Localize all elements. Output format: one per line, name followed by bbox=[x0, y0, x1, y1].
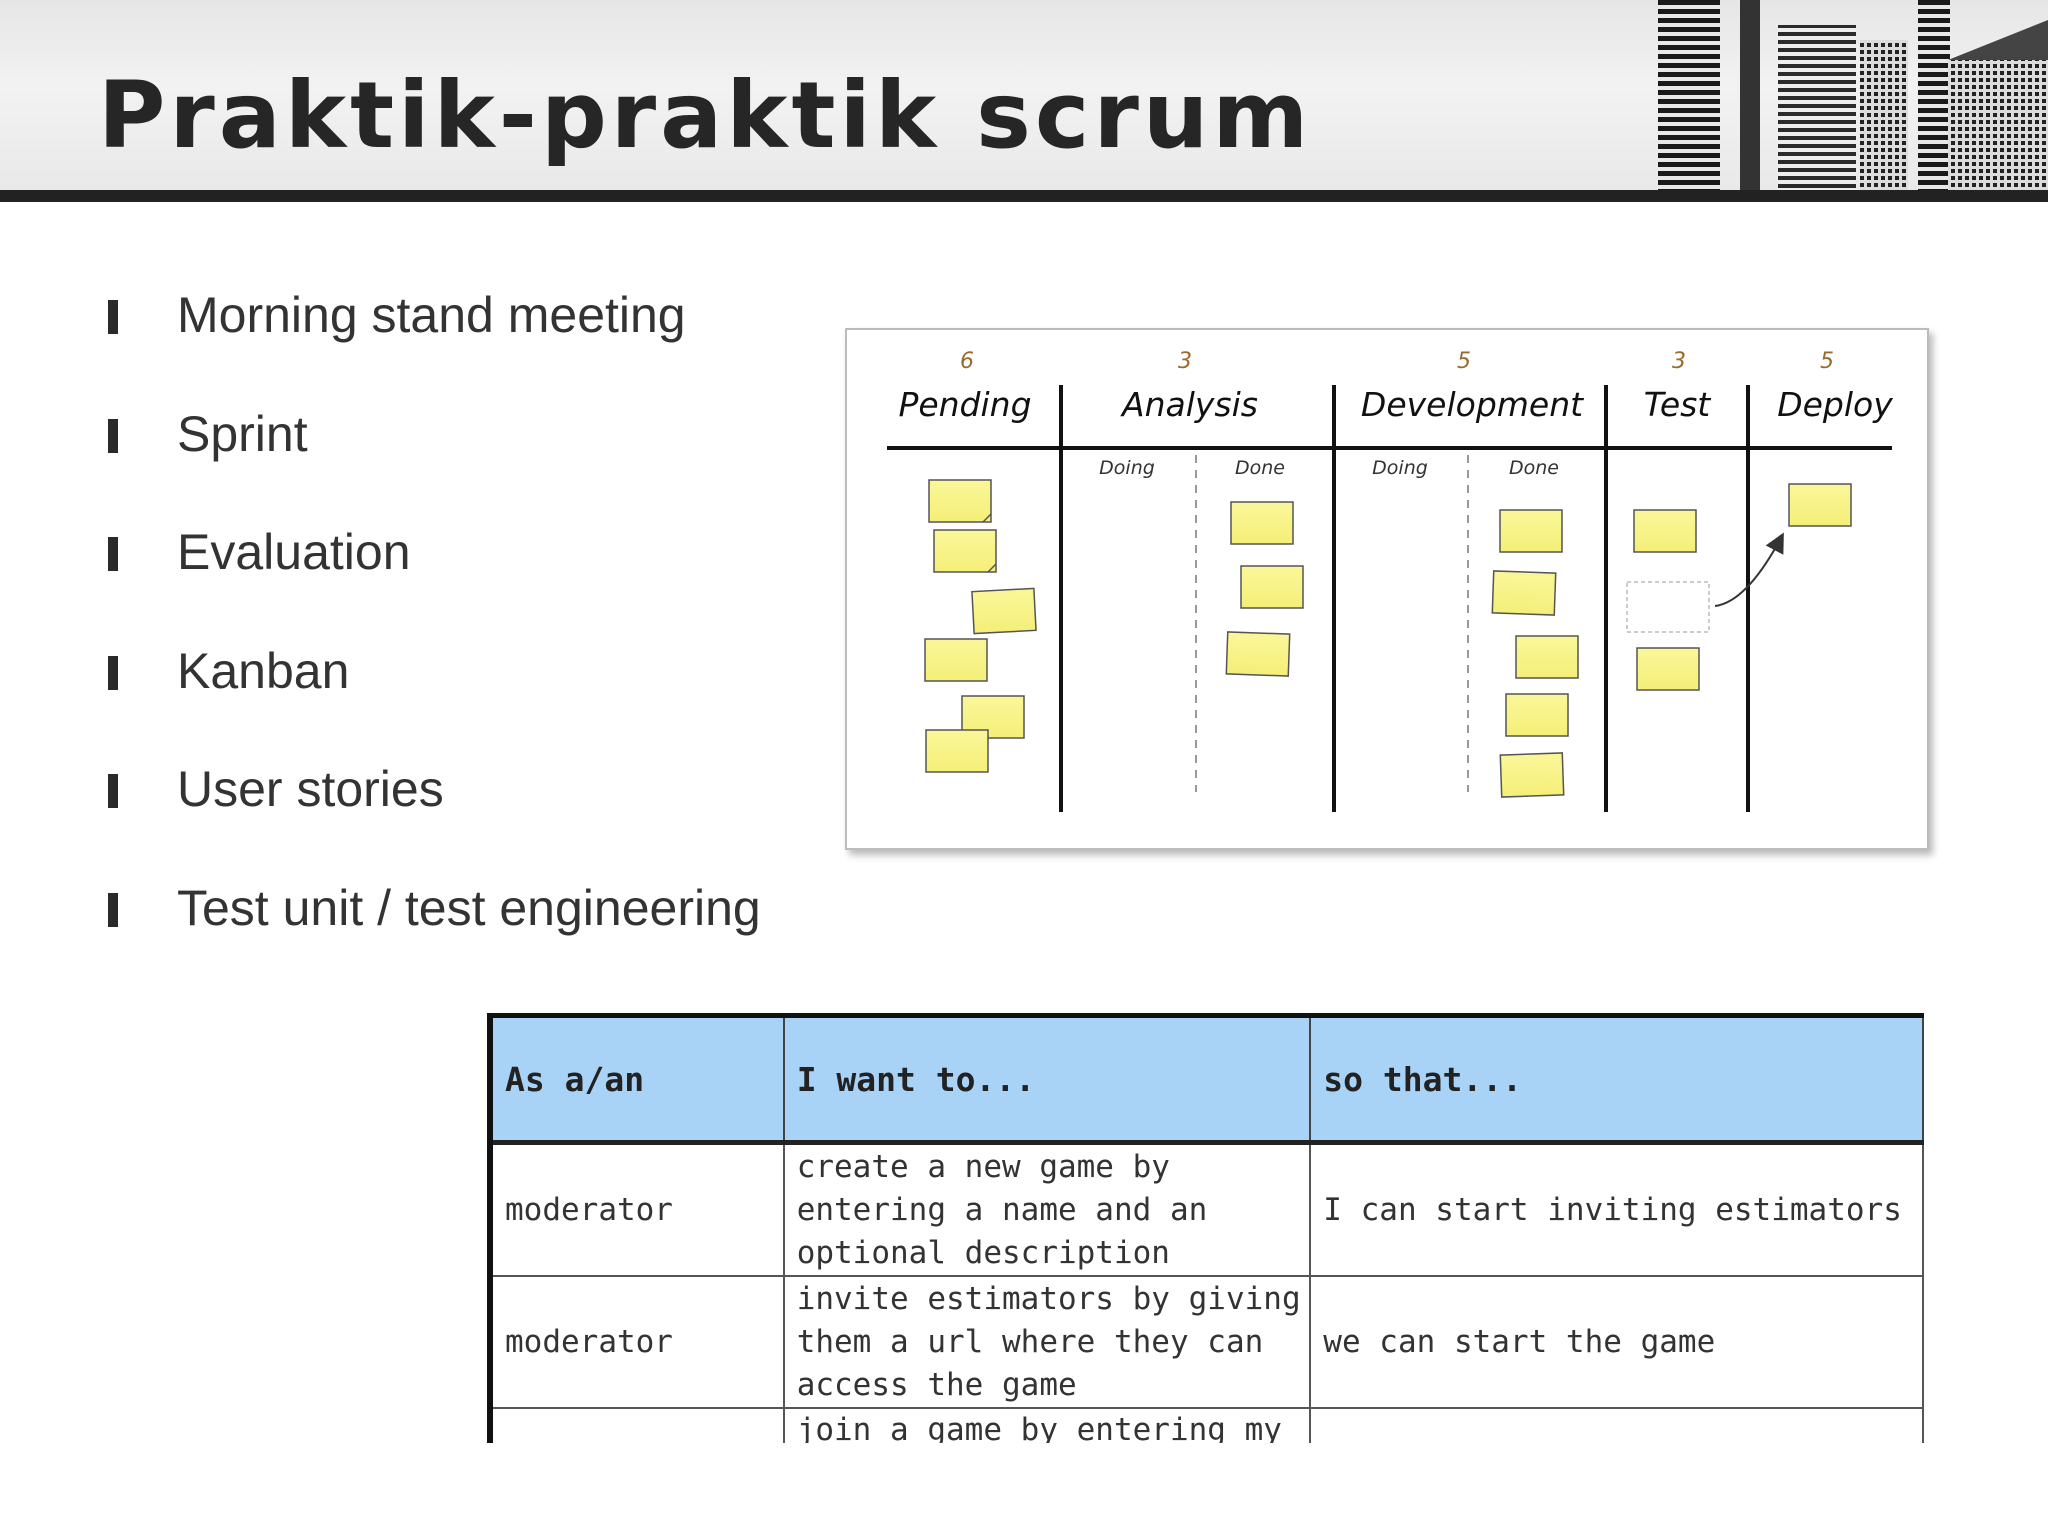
sticky-note bbox=[1788, 483, 1852, 527]
column-title-deploy: Deploy bbox=[1777, 385, 1893, 424]
sticky-note bbox=[1515, 635, 1579, 679]
sticky-note bbox=[1491, 570, 1557, 616]
sticky-note bbox=[1225, 631, 1291, 677]
column-header-want: I want to... bbox=[783, 1015, 1312, 1145]
wip-limit-deploy: 5 bbox=[1820, 349, 1834, 374]
bullet-text: User stories bbox=[177, 761, 444, 817]
sticky-note bbox=[1636, 647, 1700, 691]
bullet-marker-icon bbox=[108, 892, 118, 927]
bullet-text: Kanban bbox=[177, 642, 350, 699]
wip-limit-pending: 6 bbox=[960, 349, 974, 374]
header-divider bbox=[0, 190, 2048, 202]
sticky-note bbox=[1230, 501, 1294, 545]
sub-label-analysis-doing: Doing bbox=[1099, 457, 1155, 479]
cell-role bbox=[490, 1408, 785, 1443]
column-header-role: As a/an bbox=[490, 1015, 785, 1145]
user-stories-table-image: As a/an I want to... so that... moderato… bbox=[487, 1013, 1924, 1443]
bullet-marker-icon bbox=[108, 655, 118, 690]
bullet-text: Sprint bbox=[177, 405, 308, 462]
slide-header: Praktik-praktik scrum bbox=[0, 0, 2048, 190]
sticky-note bbox=[928, 479, 992, 523]
user-stories-table: As a/an I want to... so that... moderato… bbox=[487, 1013, 1924, 1443]
cell-want: invite estimators by giving them a url w… bbox=[783, 1276, 1312, 1409]
sub-label-analysis-done: Done bbox=[1235, 457, 1285, 479]
column-title-pending: Pending bbox=[898, 385, 1031, 424]
buildings-graphic bbox=[1658, 0, 2048, 190]
cell-so-that: I can start inviting estimators bbox=[1310, 1142, 1924, 1277]
column-title-test: Test bbox=[1644, 385, 1712, 424]
kanban-board: 6 3 5 3 5 Pending Analysis Development T… bbox=[845, 328, 1929, 850]
sticky-note bbox=[1505, 693, 1569, 737]
cell-role: moderator bbox=[490, 1276, 785, 1409]
sticky-note bbox=[971, 587, 1037, 635]
bullet-text: Morning stand meeting bbox=[177, 287, 686, 343]
table-row: moderator create a new game by entering … bbox=[490, 1142, 1924, 1277]
column-title-analysis: Analysis bbox=[1120, 385, 1258, 424]
sticky-note bbox=[924, 638, 988, 682]
wip-limit-test: 3 bbox=[1672, 349, 1686, 374]
table-row: join a game by entering my bbox=[490, 1408, 1924, 1443]
cell-want: create a new game by entering a name and… bbox=[783, 1142, 1312, 1277]
bullet-marker-icon bbox=[108, 418, 118, 453]
table-header-row: As a/an I want to... so that... bbox=[490, 1015, 1924, 1145]
slide-title: Praktik-praktik scrum bbox=[98, 62, 1313, 169]
kanban-board-drawing: 6 3 5 3 5 Pending Analysis Development T… bbox=[887, 349, 1893, 812]
bullet-text: Evaluation bbox=[177, 524, 411, 580]
column-title-development: Development bbox=[1361, 385, 1584, 424]
cell-role: moderator bbox=[490, 1142, 785, 1277]
table-row: moderator invite estimators by giving th… bbox=[490, 1276, 1924, 1409]
sub-label-development-doing: Doing bbox=[1372, 457, 1428, 479]
bullet-text: Test unit / test engineering bbox=[177, 879, 761, 936]
sticky-note bbox=[1240, 565, 1304, 609]
bullet-marker-icon bbox=[108, 537, 118, 571]
sticky-note bbox=[1499, 752, 1565, 798]
sticky-note bbox=[1633, 509, 1697, 553]
column-header-so-that: so that... bbox=[1310, 1015, 1924, 1145]
sub-label-development-done: Done bbox=[1509, 457, 1559, 479]
sticky-note bbox=[1499, 509, 1563, 553]
bullet-marker-icon bbox=[108, 774, 118, 808]
cell-want: join a game by entering my bbox=[783, 1408, 1312, 1443]
bullet-marker-icon bbox=[108, 300, 118, 334]
sticky-note bbox=[933, 529, 997, 573]
cell-so-that: we can start the game bbox=[1310, 1276, 1924, 1409]
move-arrow-icon bbox=[1714, 532, 1784, 607]
sticky-note bbox=[925, 729, 989, 773]
wip-limit-analysis: 3 bbox=[1178, 349, 1192, 374]
wip-limit-development: 5 bbox=[1457, 349, 1471, 374]
cell-so-that bbox=[1310, 1408, 1924, 1443]
empty-note-slot bbox=[1626, 581, 1710, 633]
